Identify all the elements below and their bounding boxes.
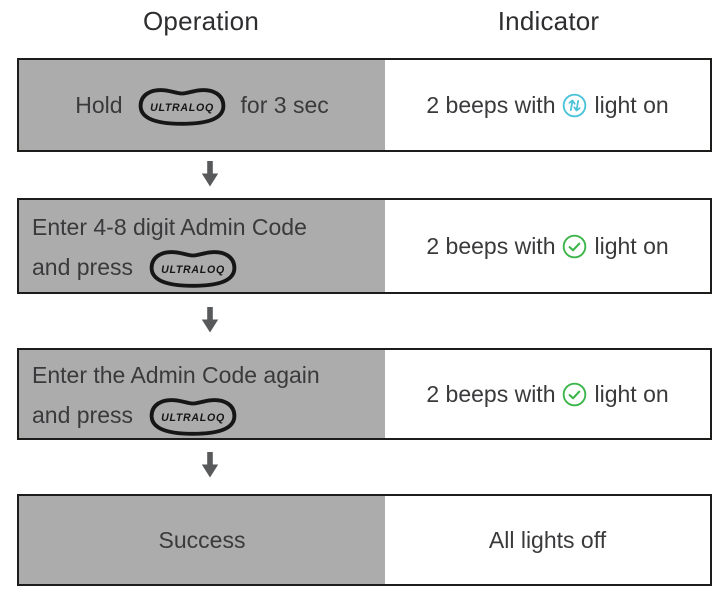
step2-indicator-text-before: 2 beeps with — [426, 232, 556, 259]
step4-indicator-text: All lights off — [488, 526, 607, 553]
step2-indicator-cell: 2 beeps with light on — [385, 200, 710, 292]
step1-indicator-cell: 2 beeps with light on — [385, 60, 710, 150]
step2-operation-line2-text: and press — [32, 253, 134, 280]
step1-indicator-text-after: light on — [594, 91, 669, 118]
step4-operation-cell: Success — [19, 496, 385, 584]
step2-indicator-text-after: light on — [594, 232, 669, 259]
indicator-column-header: Indicator — [497, 6, 600, 36]
step4-operation-text: Success — [158, 526, 246, 553]
step4-indicator-cell: All lights off — [385, 496, 710, 584]
ultraloq-logo-text: ULTRALOQ — [161, 264, 225, 276]
step1-operation-text-before: Hold — [75, 91, 123, 118]
step2-operation-cell: Enter 4-8 digit Admin Code and press ULT… — [19, 200, 385, 292]
step-row-4: Success All lights off — [17, 494, 712, 586]
check-circle-icon — [563, 234, 587, 258]
step3-indicator-cell: 2 beeps with light on — [385, 350, 710, 438]
step-row-3: Enter the Admin Code again and press ULT… — [17, 348, 712, 440]
step3-operation-line1: Enter the Admin Code again — [32, 362, 320, 388]
step-row-2: Enter 4-8 digit Admin Code and press ULT… — [17, 198, 712, 294]
ultraloq-logo-text: ULTRALOQ — [161, 412, 225, 424]
step3-operation-cell: Enter the Admin Code again and press ULT… — [19, 350, 385, 438]
step3-indicator-text-before: 2 beeps with — [426, 380, 556, 407]
step1-indicator-text-before: 2 beeps with — [426, 91, 556, 118]
step3-operation-line2-text: and press — [32, 401, 134, 428]
step3-indicator-text-after: light on — [594, 380, 669, 407]
ultraloq-button-icon: ULTRALOQ — [149, 250, 237, 288]
ultraloq-logo-text: ULTRALOQ — [150, 102, 214, 114]
step1-operation-cell: Hold ULTRALOQ for 3 sec — [19, 60, 385, 150]
check-circle-icon — [563, 382, 587, 406]
ultraloq-button-icon: ULTRALOQ — [149, 398, 237, 436]
operation-column-header: Operation — [143, 6, 259, 36]
step-row-1: Hold ULTRALOQ for 3 sec 2 beeps with li — [17, 58, 712, 152]
down-arrow-icon — [201, 452, 219, 478]
down-arrow-icon — [201, 161, 219, 187]
step2-operation-line1: Enter 4-8 digit Admin Code — [32, 214, 307, 240]
step1-operation-text-after: for 3 sec — [240, 91, 329, 118]
down-arrow-icon — [201, 307, 219, 333]
up-down-arrows-circle-icon — [563, 93, 587, 117]
ultraloq-button-icon: ULTRALOQ — [138, 88, 225, 126]
